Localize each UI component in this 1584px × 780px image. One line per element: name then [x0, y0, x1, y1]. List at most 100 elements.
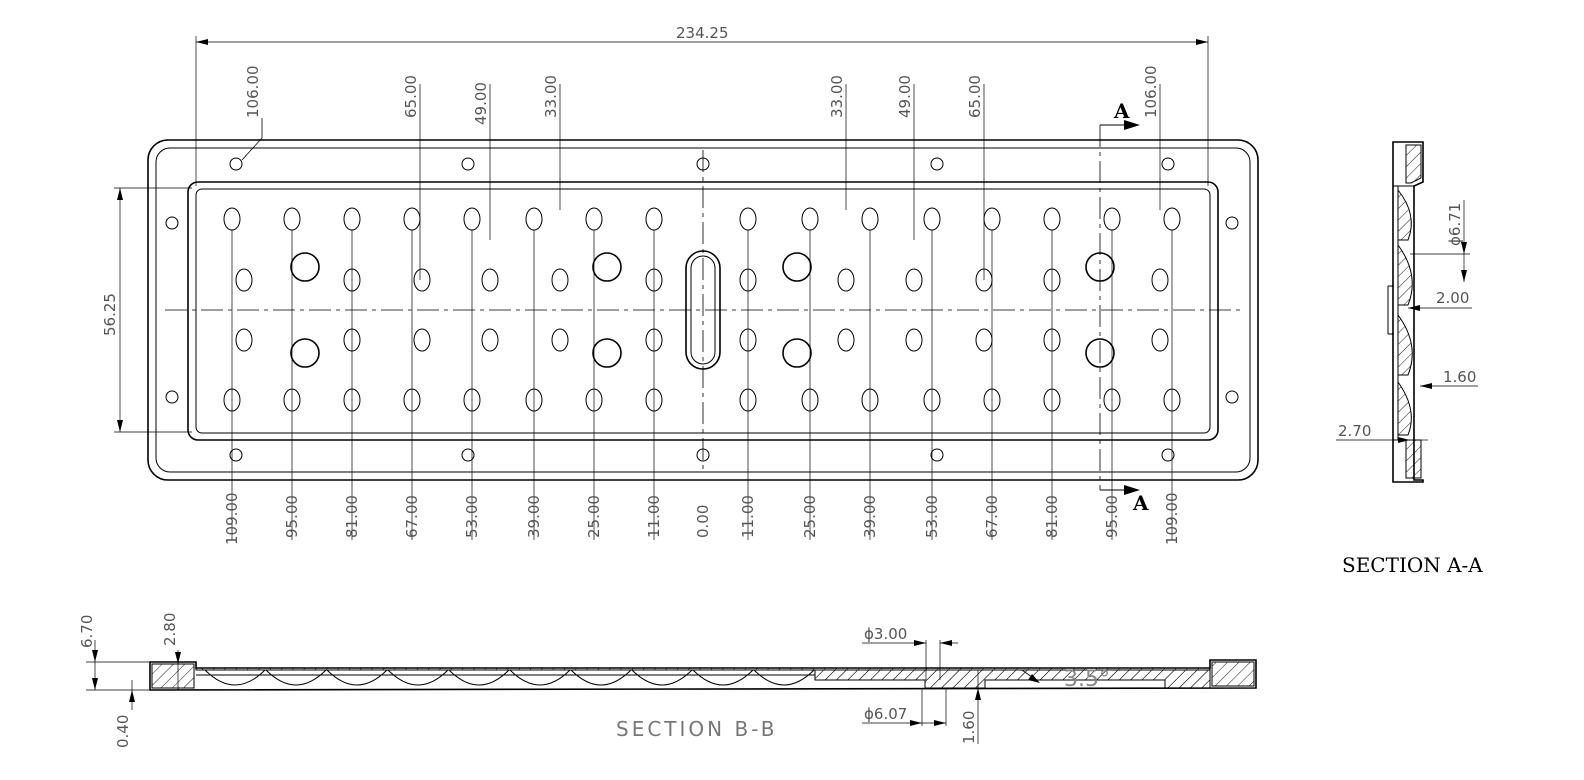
section-bb-title: SECTION B-B	[616, 717, 777, 741]
bottom-column-label: 95.00	[283, 495, 301, 538]
overall-length-dimension: 234.25	[195, 24, 1209, 186]
section-bb-lens-arc	[509, 669, 571, 686]
bottom-column-label: 81.00	[1043, 495, 1061, 538]
bottom-column-label: 95.00	[1103, 495, 1121, 538]
section-bb-lens-arc	[692, 669, 754, 686]
section-aa-lens	[1397, 380, 1412, 436]
top-leader-label: 33.00	[542, 75, 560, 118]
bottom-column-label: 109.00	[223, 493, 241, 546]
section-aa-d3-label: 2.70	[1338, 422, 1371, 440]
mounting-hole	[461, 157, 475, 171]
section-aa-view: ϕ6.71 2.00 1.60 2.70 SECTION A-A	[1336, 141, 1483, 577]
section-bb-depth-label: 1.60	[960, 711, 978, 744]
section-bb-lens-arc	[570, 669, 632, 686]
mounting-hole	[229, 448, 243, 462]
bottom-column-label: 109.00	[1163, 493, 1181, 546]
lens	[413, 268, 431, 292]
lens	[551, 328, 569, 352]
section-bb-wall-label: 2.80	[161, 613, 179, 646]
lens	[739, 207, 757, 231]
bottom-column-label: 39.00	[525, 495, 543, 538]
lens	[235, 328, 253, 352]
lens	[837, 268, 855, 292]
mounting-hole	[1225, 216, 1239, 230]
mounting-hole	[461, 448, 475, 462]
lens	[837, 328, 855, 352]
overall-width-label: 56.25	[101, 293, 119, 336]
section-bb-lens-arc	[631, 669, 693, 686]
section-bb-hole-top-label: ϕ3.00	[864, 625, 907, 643]
lens	[645, 207, 663, 231]
lens	[1043, 207, 1061, 231]
section-bb-lens-arcs	[204, 669, 815, 686]
lens	[525, 207, 543, 231]
section-bb-lens-arc	[753, 669, 815, 686]
bottom-column-label: 67.00	[403, 495, 421, 538]
leader-106-left	[241, 137, 263, 161]
boss	[782, 338, 812, 368]
top-leader-label: 33.00	[828, 75, 846, 118]
lens	[463, 207, 481, 231]
mounting-hole	[165, 216, 179, 230]
mounting-hole	[930, 157, 944, 171]
lens	[223, 207, 241, 231]
section-bb-lens-arc	[326, 669, 388, 686]
top-leader-label: 65.00	[966, 75, 984, 118]
mounting-hole	[1161, 448, 1175, 462]
overall-width-dimension: 56.25	[101, 187, 192, 433]
section-aa-lens	[1397, 188, 1412, 241]
lens	[905, 328, 923, 352]
bottom-column-label: 81.00	[343, 495, 361, 538]
section-bb-right-wall	[1211, 661, 1255, 687]
boss	[592, 252, 622, 282]
plate-flange-inner	[155, 147, 1251, 473]
section-bb-lens-arc	[387, 669, 449, 686]
lens	[1151, 328, 1169, 352]
top-leader-label: 65.00	[402, 75, 420, 118]
center-slot-outer	[685, 250, 721, 370]
section-bb-lens-arc	[204, 669, 266, 686]
section-aa-d1-label: 2.00	[1436, 289, 1469, 307]
lens	[1151, 268, 1169, 292]
boss	[290, 338, 320, 368]
mounting-hole	[930, 448, 944, 462]
section-aa-flange-bottom	[1405, 439, 1422, 479]
boss	[782, 252, 812, 282]
lens	[1103, 207, 1121, 231]
lens	[861, 207, 879, 231]
lens	[403, 207, 421, 231]
lens	[923, 207, 941, 231]
section-bb-right-body	[814, 669, 1211, 689]
mounting-hole	[696, 157, 710, 171]
lens	[905, 268, 923, 292]
section-bb-base-label: 0.40	[114, 715, 132, 748]
section-aa-lens	[1397, 313, 1413, 376]
column-reference-lines	[231, 84, 1173, 540]
section-bb-hole-bottom-label: ϕ6.07	[864, 705, 907, 723]
mounting-hole	[229, 157, 243, 171]
lens	[551, 268, 569, 292]
plate-outer-outline	[147, 139, 1259, 481]
center-slot-inner	[690, 255, 716, 365]
mounting-hole	[1225, 390, 1239, 404]
section-aa-d2-label: 1.60	[1443, 368, 1476, 386]
lens-array	[223, 207, 1181, 412]
bottom-column-label: 0.00	[694, 505, 712, 538]
bottom-column-label: 53.00	[463, 495, 481, 538]
mounting-holes	[165, 157, 1239, 462]
section-aa-lens	[1397, 243, 1413, 306]
lens	[481, 328, 499, 352]
lens	[235, 268, 253, 292]
section-bb-lens-arc	[448, 669, 510, 686]
boss-array	[290, 252, 1115, 368]
mounting-hole	[165, 390, 179, 404]
bottom-column-label: 53.00	[923, 495, 941, 538]
bottom-column-label: 25.00	[585, 495, 603, 538]
section-bb-angle-label: 3.5°	[1064, 667, 1110, 692]
lens	[585, 207, 603, 231]
lens	[343, 207, 361, 231]
section-aa-dia-label: ϕ6.71	[1446, 203, 1464, 246]
